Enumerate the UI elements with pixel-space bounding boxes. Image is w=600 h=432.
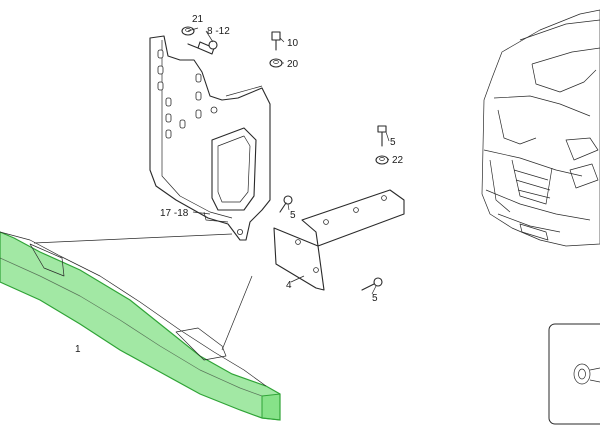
bolt-part-10[interactable] bbox=[271, 31, 281, 51]
nut-part-20[interactable] bbox=[269, 58, 283, 68]
callout-4: 4 bbox=[286, 280, 292, 291]
main-bracket-part[interactable] bbox=[149, 35, 271, 241]
callout-8-12: 8 -12 bbox=[207, 26, 230, 37]
callout-5-upper-right: 5 bbox=[390, 137, 396, 148]
leader-line bbox=[33, 233, 233, 244]
bumper-bar-part[interactable] bbox=[0, 231, 281, 421]
callout-leaders bbox=[187, 27, 390, 295]
callout-5-middle: 5 bbox=[290, 210, 296, 221]
callout-22: 22 bbox=[392, 155, 404, 166]
bolt-part-8-12[interactable] bbox=[187, 40, 218, 55]
nut-part-22[interactable] bbox=[375, 155, 389, 165]
bolt-part-5-upper-right[interactable] bbox=[377, 125, 387, 147]
callout-10: 10 bbox=[287, 38, 299, 49]
callout-17-18: 17 -18 bbox=[160, 208, 189, 219]
truck-cab-illustration bbox=[481, 9, 600, 247]
bolt-part-5-lower[interactable] bbox=[361, 277, 383, 291]
detail-inset bbox=[548, 323, 600, 425]
callout-20: 20 bbox=[287, 59, 299, 70]
angle-bracket-part[interactable] bbox=[273, 189, 405, 291]
callout-5-lower: 5 bbox=[372, 293, 378, 304]
callout-1: 1 bbox=[75, 344, 81, 355]
callout-21: 21 bbox=[192, 14, 204, 25]
leader-line bbox=[221, 275, 253, 351]
